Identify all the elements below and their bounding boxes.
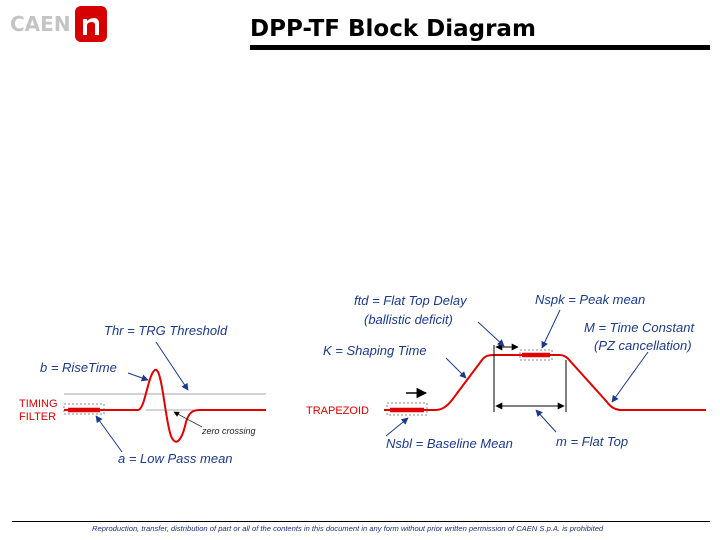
time-constant-arrow [611, 351, 649, 403]
shaping-time-arrow [445, 357, 467, 379]
peak-mean-arrow [541, 309, 561, 349]
pz-cancellation-label: (PZ cancellation) [594, 338, 692, 353]
flat-top-label: m = Flat Top [556, 434, 628, 449]
peak-window [519, 349, 553, 361]
baseline-mean-label: Nsbl = Baseline Mean [386, 436, 513, 451]
caen-logo-badge-icon [74, 6, 107, 42]
filter-label: FILTER [19, 411, 56, 423]
risetime-label: b = RiseTime [40, 360, 117, 375]
low-pass-label: a = Low Pass mean [118, 451, 233, 466]
flat-top-delay-label: ftd = Flat Top Delay [354, 293, 468, 308]
low-pass-arrow [95, 415, 123, 453]
time-constant-label: M = Time Constant [584, 320, 695, 335]
trapezoid-label: TRAPEZOID [306, 405, 369, 417]
flat-top-delay-arrow [477, 321, 505, 347]
trapezoid-signal [384, 354, 706, 411]
baseline-mean-arrow [385, 417, 409, 437]
zero-crossing-arrow [173, 411, 203, 428]
timing-filter-section: TIMING FILTER Thr = TRG Threshold b = Ri… [19, 323, 266, 466]
timing-label: TIMING [19, 398, 58, 410]
ballistic-deficit-label: (ballistic deficit) [364, 312, 453, 327]
peak-mean-label: Nspk = Peak mean [535, 292, 645, 307]
flat-top-arrow [535, 409, 557, 433]
risetime-arrow [127, 372, 149, 382]
timing-filter-signal [64, 368, 266, 443]
title-divider [250, 45, 710, 50]
zero-crossing-label: zero crossing [201, 426, 256, 436]
shaping-time-label: K = Shaping Time [323, 343, 427, 358]
trg-threshold-label: Thr = TRG Threshold [104, 323, 228, 338]
threshold-arrow [155, 341, 189, 391]
copyright-notice: Reproduction, transfer, distribution of … [92, 524, 604, 533]
caen-logo: CAEN [10, 6, 107, 42]
page-title: DPP-TF Block Diagram [250, 16, 536, 42]
trapezoid-section: TRAPEZOID ftd = Flat Top Delay (ballisti… [306, 292, 706, 451]
footer-divider [12, 521, 710, 522]
logo-text: CAEN [10, 12, 71, 36]
